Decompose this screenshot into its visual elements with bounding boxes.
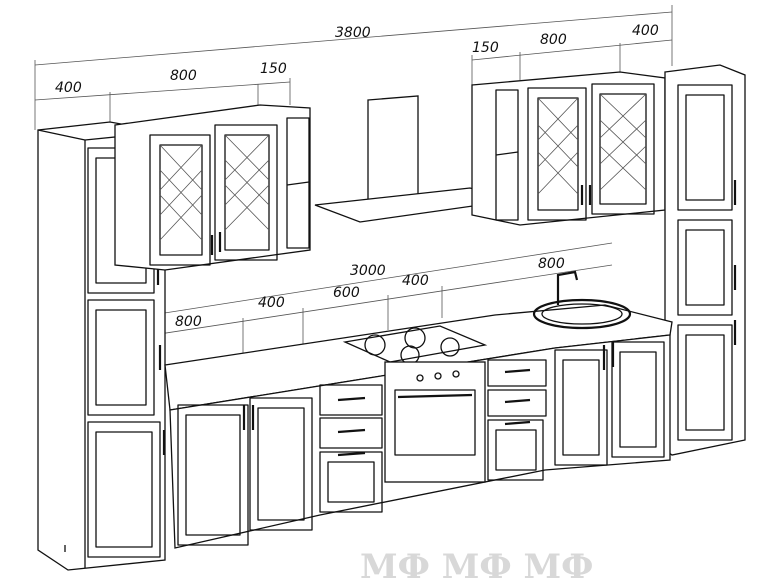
- top-dimension-lines: [34, 5, 673, 130]
- dim-top-right-shelf: 150: [472, 40, 499, 56]
- right-drawer-cabinet: [487, 359, 547, 481]
- dim-total-top: 3800: [335, 25, 371, 41]
- dim-top-left-tall: 400: [55, 80, 82, 96]
- left-wall-cabinet: [114, 104, 311, 271]
- sink-cabinet: [532, 270, 665, 466]
- dim-base-drawer-right: 400: [402, 273, 429, 289]
- watermark: МФ МФ МФ: [360, 547, 593, 585]
- dim-base-stove: 600: [333, 285, 360, 301]
- right-wall-cabinet: [471, 71, 666, 226]
- dim-base-total: 3000: [350, 263, 386, 279]
- dim-base-sink: 800: [538, 256, 565, 272]
- dim-top-right-wall: 800: [540, 32, 567, 48]
- dim-top-left-wall: 800: [170, 68, 197, 84]
- dim-base-left: 800: [175, 314, 202, 330]
- right-tall-cabinet: [664, 64, 746, 456]
- faucet: [556, 270, 579, 305]
- sink-bowl: [532, 298, 632, 330]
- dim-top-right-tall: 400: [632, 23, 659, 39]
- range-hood: [314, 95, 516, 223]
- dim-base-drawer-left: 400: [258, 295, 285, 311]
- dim-top-left-shelf: 150: [260, 61, 287, 77]
- gas-stove: [342, 325, 488, 483]
